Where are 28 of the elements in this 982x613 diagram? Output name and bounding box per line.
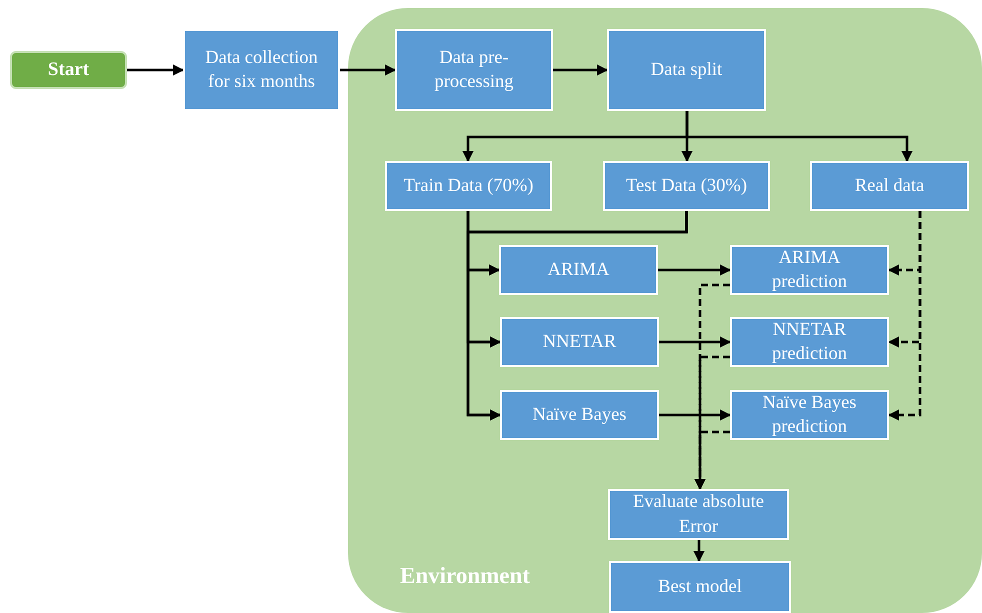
- arrow: [466, 211, 688, 421]
- arrow: [127, 64, 184, 76]
- process-box: Data pre-processing: [395, 29, 553, 111]
- region-label: Environment: [400, 563, 530, 589]
- arrow: [693, 540, 705, 562]
- process-box: Real data: [810, 161, 969, 211]
- process-box: NNETAR prediction: [730, 317, 889, 367]
- process-box: Evaluate absolute Error: [608, 489, 789, 540]
- process-box: Naïve Bayes: [500, 390, 659, 440]
- arrow: [658, 264, 732, 276]
- arrow: [694, 430, 730, 490]
- process-box: Data split: [607, 29, 766, 111]
- process-box: ARIMA prediction: [730, 245, 889, 295]
- process-box: Best model: [609, 561, 791, 613]
- arrow: [659, 336, 732, 348]
- arrow: [686, 111, 913, 162]
- process-box: Train Data (70%): [385, 161, 552, 211]
- process-box: Test Data (30%): [603, 161, 770, 211]
- process-box: NNETAR: [500, 317, 659, 367]
- arrow: [553, 64, 608, 76]
- arrow: [888, 211, 922, 421]
- environment-region: [348, 8, 982, 613]
- arrow: [340, 64, 396, 76]
- process-box: ARIMA: [499, 245, 658, 295]
- process-box: Naïve Bayes prediction: [730, 390, 889, 440]
- arrow: [659, 409, 732, 421]
- process-box: Data collection for six months: [183, 29, 340, 111]
- start-terminal: Start: [10, 51, 127, 89]
